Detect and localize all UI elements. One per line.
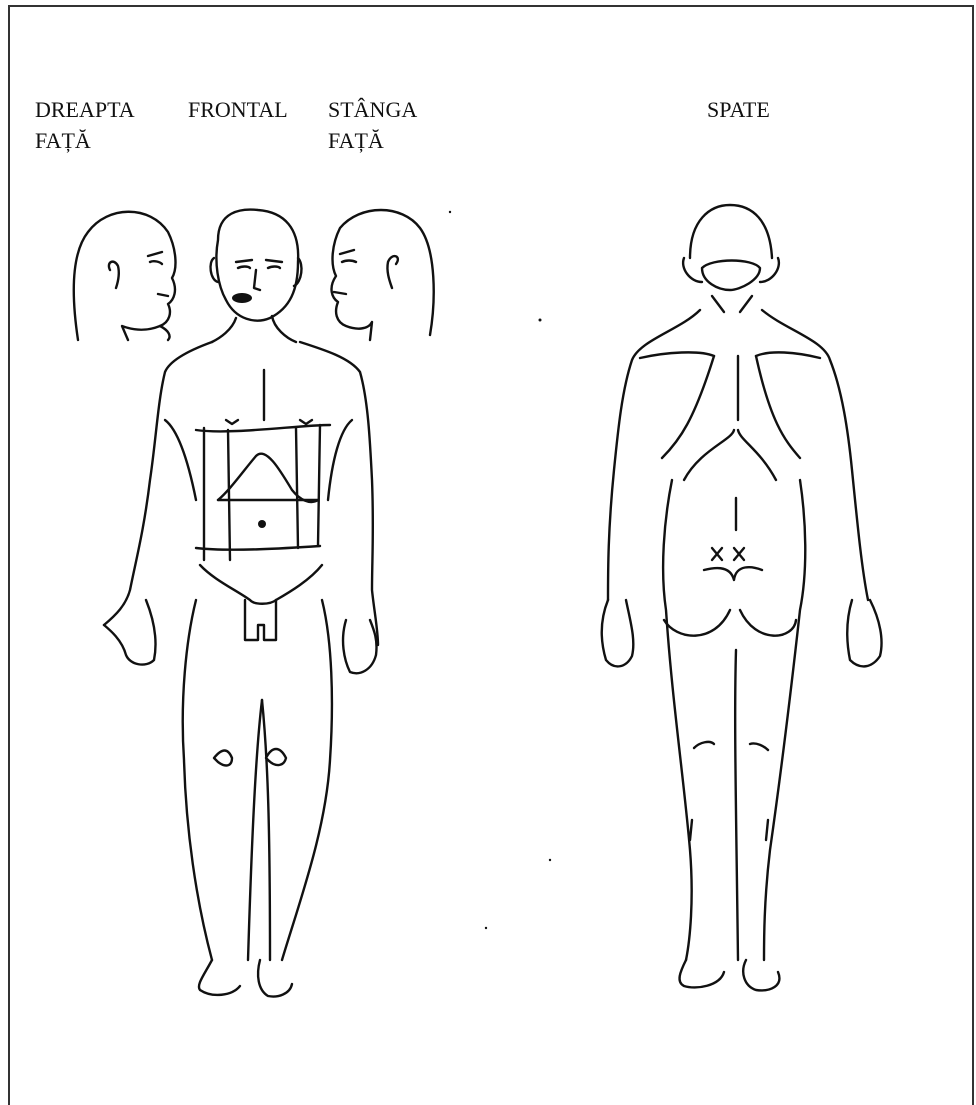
head-right-profile (74, 212, 176, 340)
speckle (485, 927, 487, 929)
back-body (602, 205, 882, 990)
speckle (539, 319, 542, 322)
head-left-profile (332, 210, 434, 340)
speckle (449, 211, 451, 213)
speckle (549, 859, 551, 861)
head-frontal (211, 210, 302, 342)
front-body (104, 342, 378, 997)
